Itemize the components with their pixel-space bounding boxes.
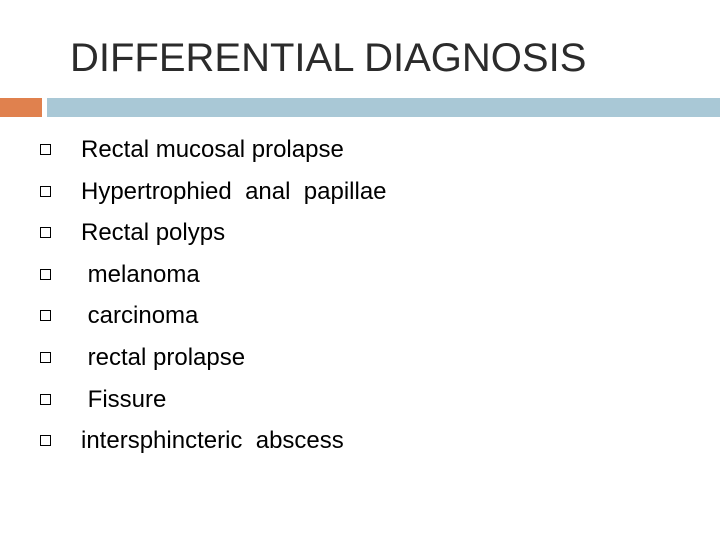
hollow-square-bullet-icon	[40, 393, 51, 405]
bullet-text: Rectal polyps	[81, 219, 226, 247]
hollow-square-bullet-icon	[40, 351, 51, 363]
accent-bar-blue	[47, 98, 720, 117]
bullet-text: Rectal mucosal prolapse	[81, 136, 344, 163]
hollow-square-bullet-icon	[40, 268, 51, 280]
hollow-square-bullet-icon	[40, 435, 51, 447]
bullet-text: melanoma	[81, 260, 200, 288]
accent-bar-orange	[0, 98, 42, 117]
bullet-text: rectal prolapse	[81, 343, 246, 371]
bullet-text: carcinoma	[81, 302, 199, 330]
bullet-text: intersphincteric abscess	[81, 427, 344, 455]
slide-title: DIFFERENTIAL DIAGNOSIS	[70, 36, 587, 80]
hollow-square-bullet-icon	[40, 310, 51, 322]
bullet-text: Fissure	[81, 385, 167, 413]
hollow-square-bullet-icon	[40, 227, 51, 239]
bullet-text: Hypertrophied anal papillae	[81, 177, 387, 205]
hollow-square-bullet-icon	[40, 185, 51, 197]
hollow-square-bullet-icon	[40, 144, 51, 155]
